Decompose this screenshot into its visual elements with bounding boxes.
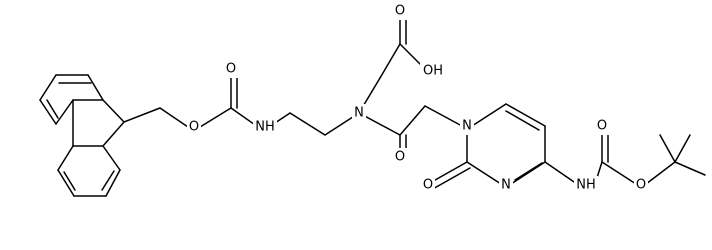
bond-tbu-me-3 xyxy=(659,134,676,163)
atom-o-amide: O xyxy=(393,148,407,166)
atom-o-ring: O xyxy=(421,176,435,194)
atom-label-o-boc-carbonyl: O xyxy=(597,119,607,134)
atom-label-nh-boc: NH xyxy=(576,178,596,193)
atom-o-fmoc-carbonyl: O xyxy=(224,60,238,78)
bond-ring-c2-o-b xyxy=(430,167,471,191)
atom-n-ring: N xyxy=(460,117,474,135)
bond-ua-4 xyxy=(39,99,57,125)
atom-o-acid: O xyxy=(393,2,407,20)
bond-lb-double-2 xyxy=(63,171,76,191)
bond-ua-double-2 xyxy=(46,99,59,119)
bond-lb-2 xyxy=(105,169,121,197)
atom-n-ring-imine: N xyxy=(499,176,513,194)
atom-label-oh: OH xyxy=(423,64,443,79)
bond-lb-4 xyxy=(57,169,75,197)
atom-o-boc-ester: O xyxy=(634,176,648,194)
bond-c9-c8a xyxy=(102,121,125,147)
bond-ring-n3-c4-double xyxy=(514,162,543,181)
bond-tbu-me-2 xyxy=(674,161,706,176)
bond-ring-c5-c6-double xyxy=(505,110,540,131)
atom-label-n-ring-imine: N xyxy=(501,178,511,193)
bond-ua-3 xyxy=(39,74,57,101)
atom-label-o-fmoc-carbonyl: O xyxy=(226,62,236,77)
atom-label-nh-fmoc: NH xyxy=(255,120,275,135)
atom-label-n-amine: N xyxy=(354,106,364,121)
bond-ring-c2-n3 xyxy=(466,161,502,185)
atom-n-amine: N xyxy=(352,104,366,122)
bond-c-o-ester xyxy=(199,107,232,128)
bond-lb-5 xyxy=(57,145,74,171)
atom-label-o-acid: O xyxy=(395,4,405,19)
atom-label-o-boc-ester: O xyxy=(636,178,646,193)
bond-c9-c9a xyxy=(102,99,125,123)
bond-ua-1 xyxy=(87,74,104,101)
atom-o-fmoc-ester: O xyxy=(187,118,201,136)
atom-label-o-ring: O xyxy=(423,178,433,193)
bond-tbu-me-1 xyxy=(674,134,691,163)
atom-label-o-amide: O xyxy=(395,150,405,165)
bond-ring-c6-n1 xyxy=(471,103,507,127)
bond-layer xyxy=(39,16,706,197)
bond-ch2-ch2 xyxy=(289,112,326,136)
bond-ring-n3-c4 xyxy=(510,161,546,185)
bond-ua-5 xyxy=(55,99,74,125)
bond-ring-c5-c6 xyxy=(505,103,546,127)
bond-amide-c-ch2 xyxy=(399,105,426,136)
atom-o-boc-carbonyl: O xyxy=(595,117,609,135)
bond-lb-double-1 xyxy=(101,170,115,191)
bond-boc-c-o xyxy=(601,161,637,185)
bond-lb-1 xyxy=(102,145,121,171)
atom-nh-fmoc: NH xyxy=(253,118,277,136)
atom-nh-boc: NH xyxy=(574,176,598,194)
bond-o-tbu xyxy=(645,161,676,185)
atom-oh: OH xyxy=(420,62,446,80)
bond-ch2-n-ring xyxy=(424,105,463,127)
bond-c4-nh xyxy=(544,161,578,185)
bond-o-ch2 xyxy=(159,107,189,128)
atom-label-o-fmoc-ester: O xyxy=(189,120,199,135)
atom-label-n-ring: N xyxy=(462,119,472,134)
atom-label-layer: OH O N O N O N NH xyxy=(187,2,648,194)
bond-ch2-cooh xyxy=(379,43,401,79)
bond-ch2-c9 xyxy=(123,107,161,123)
